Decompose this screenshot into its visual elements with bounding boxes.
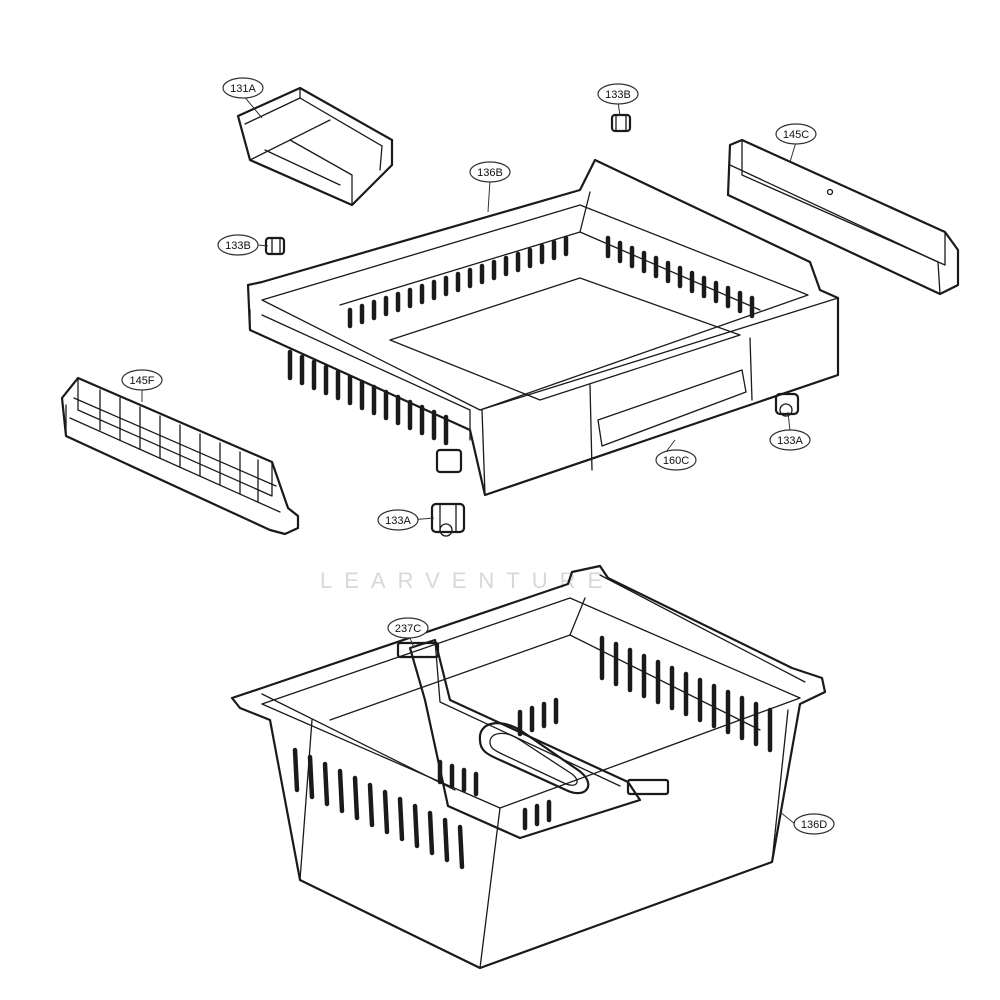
callout-133B-left: 133B xyxy=(217,234,259,256)
part-131A-small-bin xyxy=(236,86,394,207)
callout-131A-label: 131A xyxy=(230,83,256,95)
drawer-136D-back-slots xyxy=(599,635,773,753)
callout-145C-label: 145C xyxy=(783,129,809,141)
callout-133A-right-label: 133A xyxy=(777,435,803,447)
callout-133B-top-label: 133B xyxy=(605,89,631,101)
callout-136B-label: 136B xyxy=(477,167,503,179)
part-133A-roller-right xyxy=(774,392,800,417)
callout-145F-label: 145F xyxy=(129,375,154,387)
part-145F-left-rail xyxy=(60,376,300,536)
callout-133A-right: 133A xyxy=(769,429,811,451)
drawer-136B-right-slots xyxy=(605,235,755,319)
callout-133B-top: 133B xyxy=(597,83,639,105)
callout-145C: 145C xyxy=(775,123,817,145)
part-136D-lower-drawer xyxy=(230,564,827,970)
drawer-136B-back-slots xyxy=(347,235,569,329)
callout-136D-label: 136D xyxy=(801,819,827,831)
callout-237C-label: 237C xyxy=(395,623,421,635)
part-133B-clip-left xyxy=(264,236,286,256)
callout-133A-bottom: 133A xyxy=(377,509,419,531)
drawer-136D-front-slots xyxy=(292,747,465,870)
callout-133B-left-label: 133B xyxy=(225,240,251,252)
callout-160C-label: 160C xyxy=(663,455,689,467)
callout-160C: 160C xyxy=(655,449,697,471)
part-133A-roller-bottom xyxy=(430,502,466,537)
part-133B-clip-top xyxy=(610,113,632,133)
callout-133A-bottom-label: 133A xyxy=(385,515,411,527)
callout-145F: 145F xyxy=(121,369,163,391)
callout-136D: 136D xyxy=(793,813,835,835)
drawer-136D-inner-slots xyxy=(437,697,559,831)
callout-131A: 131A xyxy=(222,77,264,99)
callout-136B: 136B xyxy=(469,161,511,183)
part-136B-main-drawer xyxy=(246,158,840,497)
drawer-136B-left-slots xyxy=(287,349,449,446)
part-145C-right-rail xyxy=(726,138,960,296)
callout-237C: 237C xyxy=(387,617,429,639)
